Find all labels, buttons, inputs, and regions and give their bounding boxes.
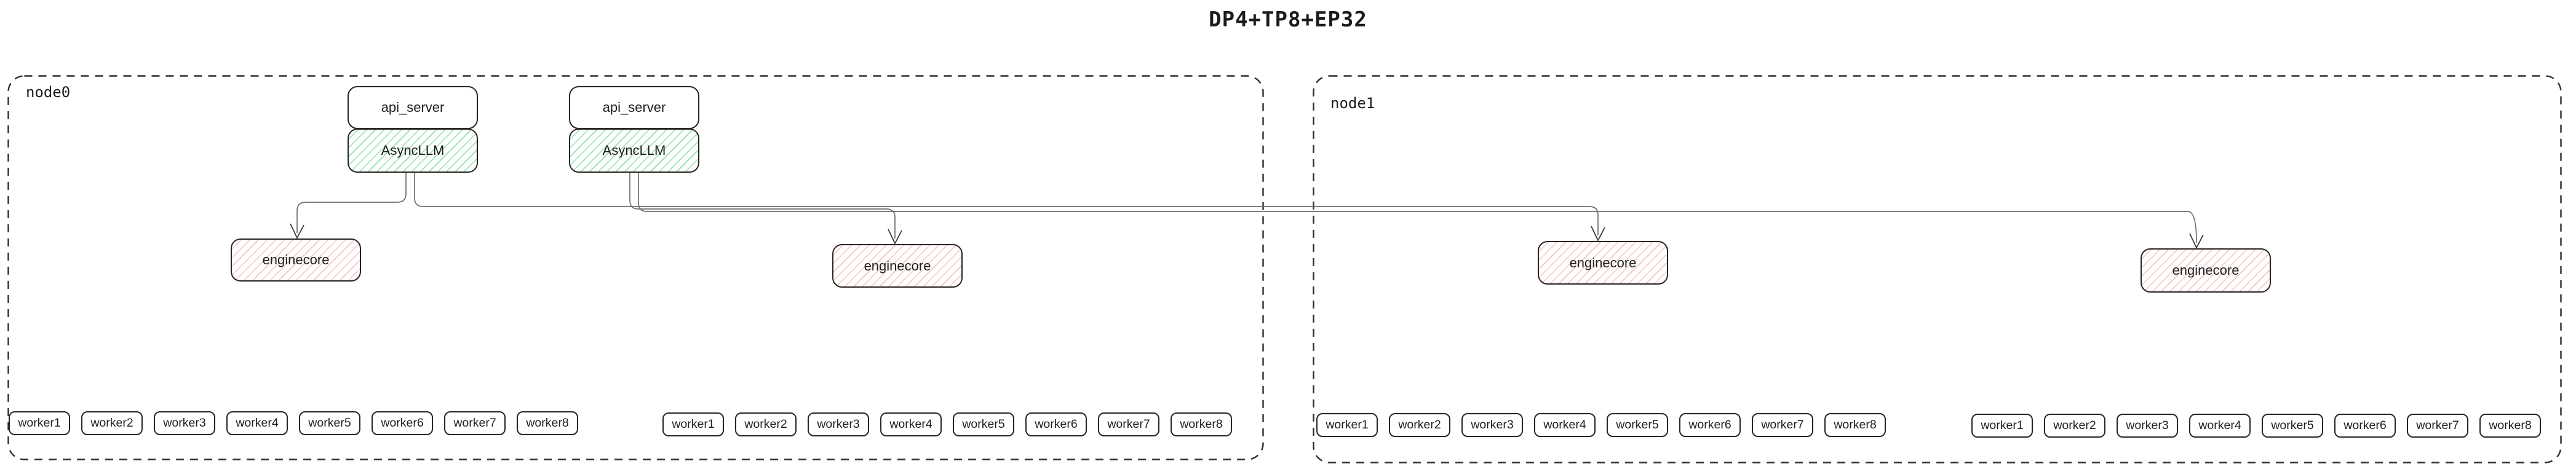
worker-box: worker2: [81, 411, 143, 435]
edge-asyncllm1-enginecore1: [296, 173, 407, 233]
edge-asyncllm1-enginecore3: [414, 173, 1599, 235]
worker-box: worker3: [808, 412, 869, 436]
enginecore-box: enginecore: [2141, 248, 2271, 293]
worker-box: worker3: [1461, 413, 1523, 437]
worker-box: worker7: [2407, 414, 2468, 438]
worker-box: worker3: [154, 411, 215, 435]
worker-box: worker8: [1171, 412, 1232, 436]
enginecore-box: enginecore: [1538, 241, 1668, 285]
worker-box: worker2: [2044, 414, 2105, 438]
asyncllm-box: AsyncLLM: [348, 128, 478, 173]
api-server-box: api_server: [348, 86, 478, 129]
edge-asyncllm2-enginecore2: [629, 173, 896, 238]
worker-box: worker5: [1607, 413, 1668, 437]
enginecore-box: enginecore: [231, 238, 361, 282]
node0-container: [7, 75, 1264, 460]
node0-label: node0: [26, 84, 71, 101]
worker-box: worker4: [226, 411, 288, 435]
worker-box: worker2: [735, 412, 797, 436]
edge-arrowhead-icon: [888, 229, 902, 245]
edge-arrowhead-icon: [1591, 226, 1605, 242]
enginecore-box: enginecore: [832, 244, 963, 288]
worker-box: worker3: [2117, 414, 2178, 438]
edge-asyncllm2-enginecore4: [638, 173, 2197, 243]
worker-box: worker6: [372, 411, 433, 435]
worker-box: worker1: [1316, 413, 1378, 437]
worker-box: worker5: [2262, 414, 2323, 438]
worker-box: worker8: [2479, 414, 2541, 438]
worker-box: worker6: [1679, 413, 1741, 437]
worker-box: worker1: [9, 411, 70, 435]
node1-label: node1: [1330, 95, 1375, 112]
worker-box: worker7: [1098, 412, 1159, 436]
worker-box: worker5: [953, 412, 1014, 436]
worker-box: worker4: [2189, 414, 2251, 438]
asyncllm-box: AsyncLLM: [569, 128, 699, 173]
worker-box: worker4: [880, 412, 942, 436]
node1-container: [1313, 75, 2562, 463]
worker-box: worker8: [517, 411, 578, 435]
worker-box: worker1: [1971, 414, 2033, 438]
worker-box: worker5: [299, 411, 360, 435]
diagram-title: DP4+TP8+EP32: [1209, 7, 1367, 32]
worker-box: worker7: [444, 411, 506, 435]
edge-arrowhead-icon: [2189, 233, 2204, 250]
worker-box: worker6: [1025, 412, 1087, 436]
worker-box: worker6: [2334, 414, 2396, 438]
worker-box: worker1: [662, 412, 724, 436]
worker-box: worker2: [1389, 413, 1450, 437]
worker-box: worker4: [1534, 413, 1596, 437]
worker-box: worker7: [1752, 413, 1813, 437]
api-server-box: api_server: [569, 86, 699, 129]
worker-box: worker8: [1824, 413, 1886, 437]
edge-arrowhead-icon: [290, 223, 304, 240]
